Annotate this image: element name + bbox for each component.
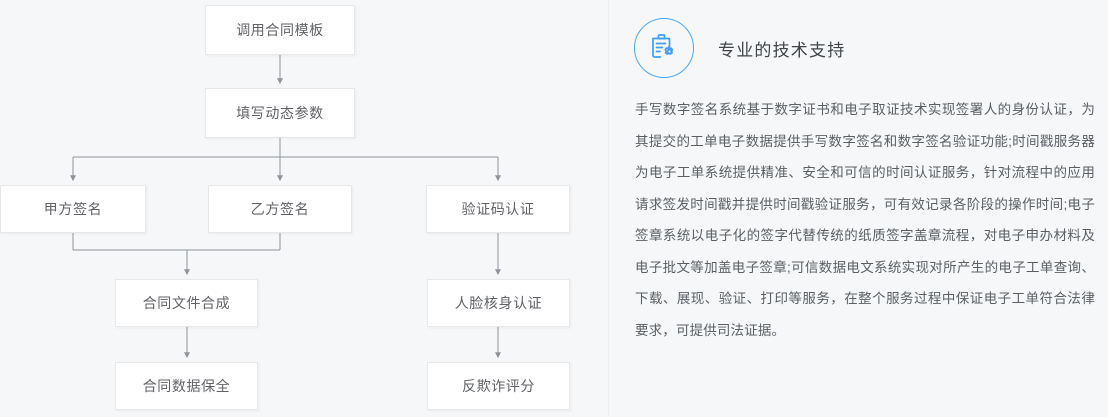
flow-node-label: 反欺诈评分 — [462, 378, 535, 394]
flow-node-call-contract-template[interactable]: 调用合同模板 — [205, 5, 355, 55]
flow-node-fill-dynamic-params[interactable]: 填写动态参数 — [205, 88, 355, 138]
flow-node-label: 填写动态参数 — [236, 105, 324, 121]
flow-node-verification-code-auth[interactable]: 验证码认证 — [426, 185, 570, 233]
panel-divider — [608, 0, 609, 417]
flow-node-contract-file-compose[interactable]: 合同文件合成 — [115, 279, 258, 327]
info-body-text: 手写数字签名系统基于数字证书和电子取证技术实现签署人的身份认证，为其提交的工单电… — [635, 102, 1095, 338]
flow-node-label: 乙方签名 — [250, 201, 310, 217]
flow-node-face-identity-auth[interactable]: 人脸核身认证 — [427, 279, 570, 327]
flow-node-label: 调用合同模板 — [236, 22, 324, 38]
flow-node-label: 甲方签名 — [43, 201, 103, 217]
info-title: 专业的技术支持 — [718, 40, 846, 60]
flow-node-label: 合同数据保全 — [142, 378, 231, 394]
flow-node-contract-data-preservation[interactable]: 合同数据保全 — [115, 362, 258, 410]
info-header: 专业的技术支持 — [634, 18, 845, 78]
info-panel: 专业的技术支持 手写数字签名系统基于数字证书和电子取证技术实现签署人的身份认证，… — [609, 0, 1108, 417]
flow-node-anti-fraud-score[interactable]: 反欺诈评分 — [427, 362, 570, 410]
flow-node-party-a-signature[interactable]: 甲方签名 — [0, 185, 146, 233]
flow-node-label: 合同文件合成 — [142, 295, 231, 311]
flow-node-party-b-signature[interactable]: 乙方签名 — [208, 185, 352, 233]
clipboard-gear-icon — [634, 18, 694, 78]
flowchart-panel: 调用合同模板 填写动态参数 甲方签名 乙方签名 验证码认证 合同文件合成 人脸核… — [0, 5, 570, 410]
flowchart-connectors — [70, 55, 501, 359]
flow-node-label: 验证码认证 — [461, 201, 535, 217]
flow-node-label: 人脸核身认证 — [454, 295, 543, 311]
